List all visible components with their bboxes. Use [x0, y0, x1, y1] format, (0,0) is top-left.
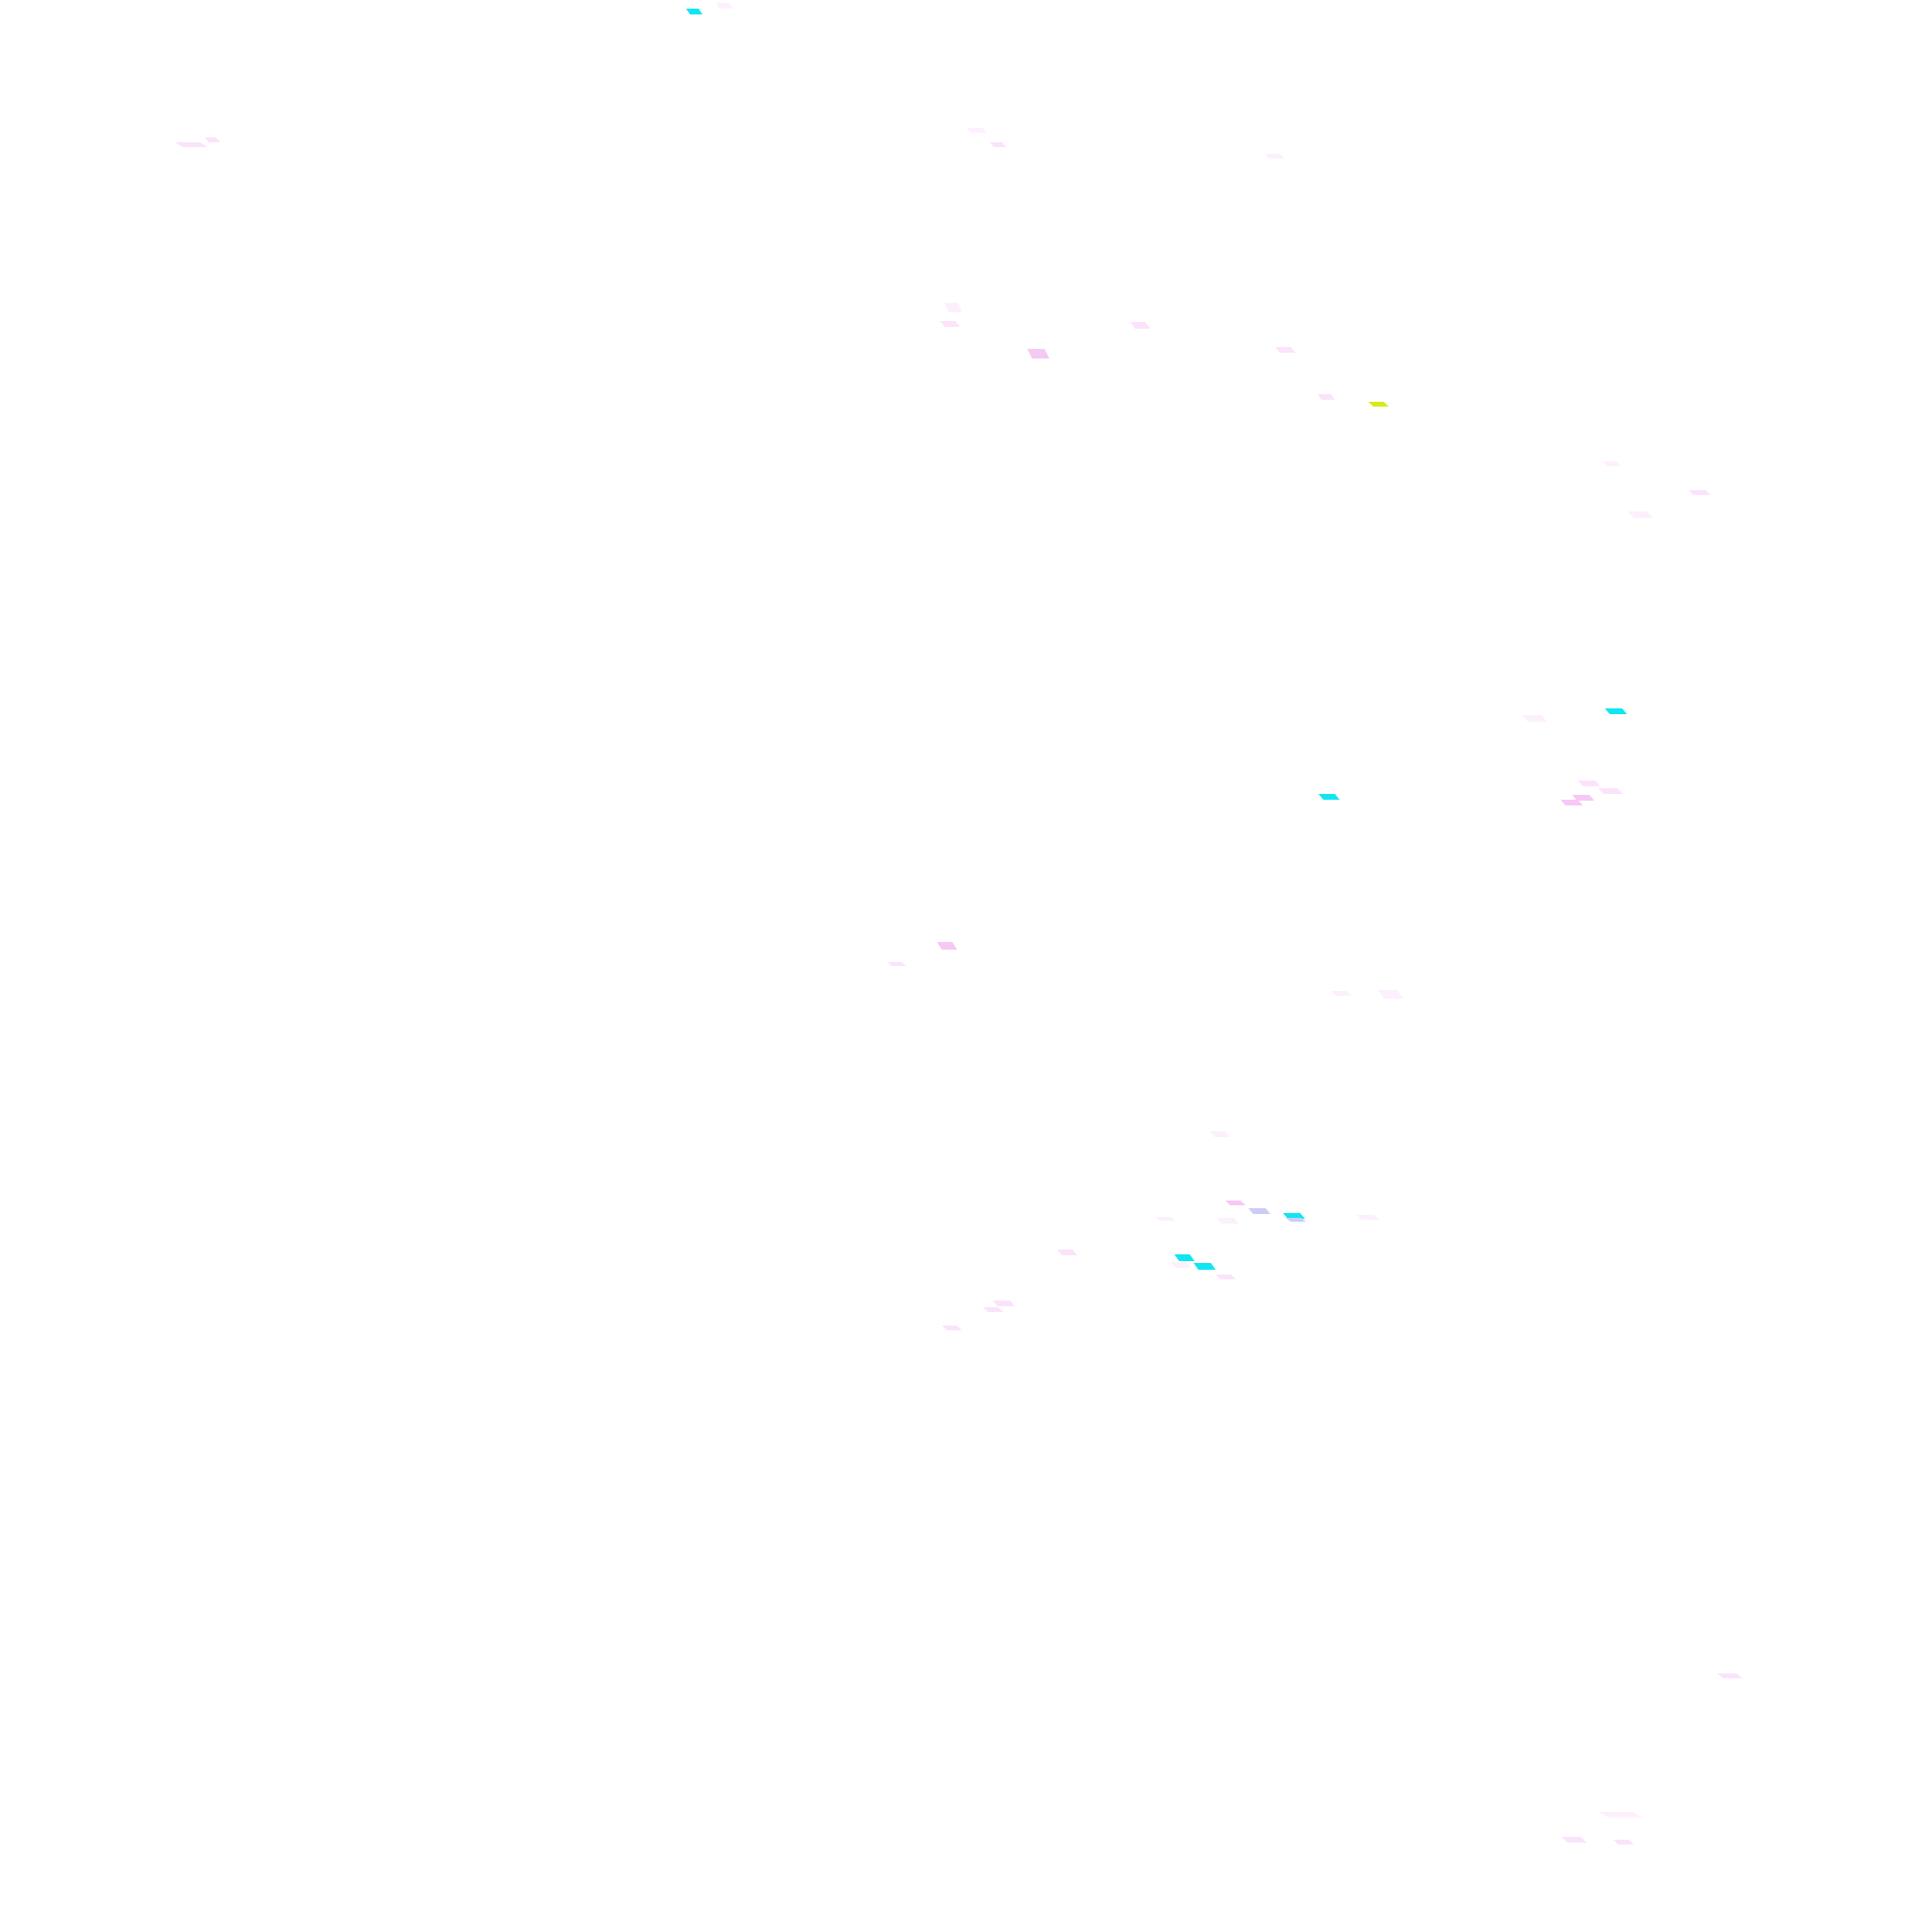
- speckle-pale-pink: [1614, 1840, 1634, 1845]
- speckle-cyan: [1194, 1263, 1216, 1270]
- speckle-pale-pink: [940, 321, 960, 327]
- speckle-cyan: [686, 9, 702, 14]
- speckle-pale-pink: [1130, 322, 1150, 329]
- speckle-faint-pink: [1522, 715, 1547, 722]
- speckle-cyan: [1318, 794, 1340, 800]
- speckle-faint-pink: [716, 3, 733, 9]
- speckle-pink: [1561, 800, 1583, 805]
- speckle-pink: [1572, 795, 1594, 801]
- speckle-pale-pink: [1688, 490, 1711, 495]
- speckle-faint-pink: [1265, 154, 1285, 159]
- speckle-pale-pink: [983, 1307, 1003, 1312]
- speckle-pale-pink: [942, 1325, 962, 1330]
- speckle-faint-pink: [1598, 1812, 1643, 1818]
- speckle-pink: [1225, 1201, 1245, 1205]
- speckle-pale-pink: [1275, 347, 1295, 353]
- speckle-faint-pink: [1378, 990, 1403, 999]
- speckle-pale-pink: [1578, 780, 1600, 786]
- speckle-cyan: [1605, 708, 1627, 714]
- speckle-faint-pink: [1357, 1215, 1379, 1220]
- speckle-pale-pink: [175, 142, 208, 147]
- speckle-lime: [1368, 402, 1389, 407]
- speckle-lavender: [1248, 1208, 1270, 1214]
- speckle-faint-pink: [1170, 1262, 1191, 1268]
- speckle-pale-pink: [1057, 1250, 1077, 1255]
- speckle-pink: [1027, 349, 1049, 359]
- speckle-pale-pink: [1598, 788, 1623, 794]
- speckle-cyan: [1174, 1254, 1195, 1261]
- speckle-cyan: [1283, 1213, 1305, 1219]
- speckle-pale-pink: [1318, 394, 1335, 400]
- speckle-lavender: [1286, 1218, 1306, 1222]
- speckle-faint-pink: [1331, 991, 1351, 996]
- speckle-pale-pink: [1717, 1673, 1742, 1678]
- speckle-faint-pink: [1155, 1217, 1175, 1221]
- speckle-faint-pink: [945, 303, 962, 312]
- speckle-pale-pink: [990, 142, 1006, 147]
- speckle-faint-pink: [1210, 1131, 1230, 1137]
- speckle-pale-pink: [1562, 1837, 1587, 1843]
- speckle-layer: [175, 3, 1742, 1845]
- speckle-faint-pink: [1628, 511, 1653, 518]
- speckle-pale-pink: [887, 962, 906, 966]
- speckle-pale-pink: [1216, 1275, 1236, 1279]
- speckle-faint-pink: [1603, 461, 1620, 466]
- speckle-faint-pink: [1217, 1218, 1239, 1224]
- speckle-pink: [937, 942, 957, 950]
- speckle-pale-pink: [205, 137, 220, 142]
- speckle-faint-pink: [967, 128, 987, 133]
- speckle-pale-pink: [993, 1300, 1015, 1306]
